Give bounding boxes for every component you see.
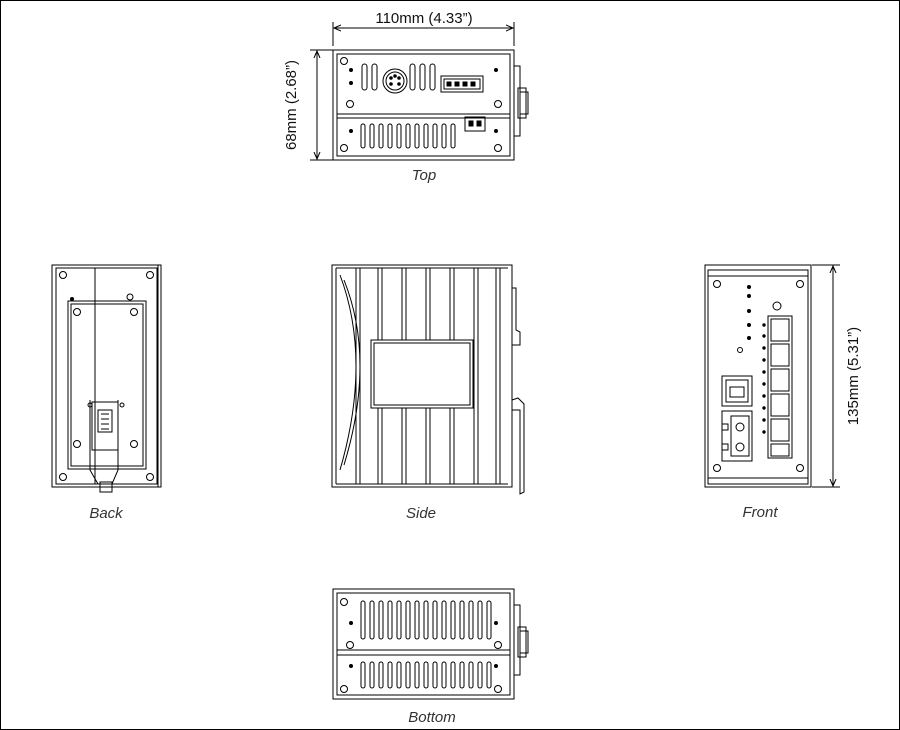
view-label-back: Back: [89, 505, 124, 522]
front-view: [704, 264, 840, 488]
din-rail-plate: [67, 300, 147, 470]
view-label-bottom: Bottom: [408, 709, 456, 726]
depth-dimension-label: 135mm (5.31”): [845, 327, 862, 425]
front-view-body: [704, 264, 812, 488]
rj45-port-stack: [767, 315, 793, 459]
view-label-top: Top: [412, 167, 436, 184]
view-label-front: Front: [742, 504, 778, 521]
back-view: [51, 264, 162, 493]
side-view: [331, 264, 525, 495]
side-view-body: [331, 264, 513, 488]
top-view: [310, 22, 529, 161]
back-view-body: [51, 264, 162, 488]
width-dimension-label: 110mm (4.33”): [375, 10, 472, 27]
bottom-view: [332, 588, 529, 700]
view-label-side: Side: [406, 505, 436, 522]
height-dimension-label: 68mm (2.68”): [283, 60, 300, 150]
